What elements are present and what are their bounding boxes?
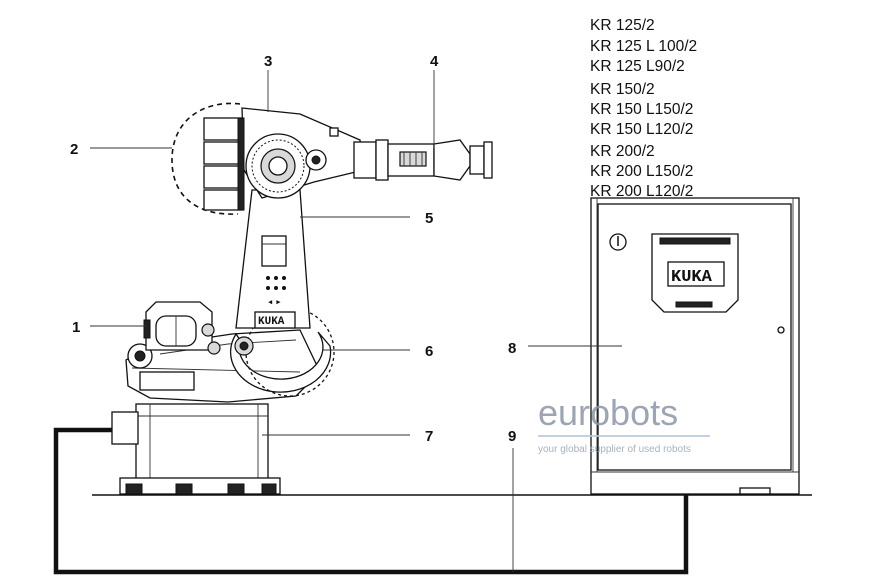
model-item: KR 125 L 100/2 [590,38,697,55]
watermark-name: eurobots [538,392,678,433]
electrical-installations [171,102,245,215]
model-item: KR 200 L120/2 [590,183,693,200]
model-item: KR 125/2 [590,17,655,34]
callout-9-cable: 9 [508,428,516,445]
callout-1-counterbalance: 1 [72,319,80,336]
callout-4-wrist: 4 [430,53,439,70]
callout-7-base: 7 [425,428,433,445]
model-item: KR 200 L150/2 [590,163,693,180]
robot-base-frame [111,403,281,495]
teach-pendant: KUKA [651,233,739,313]
controller-logo: KUKA [671,268,713,287]
model-list: KR 125/2 KR 125 L 100/2 KR 125 L90/2 KR … [590,17,697,200]
model-item: KR 150 L120/2 [590,121,693,138]
robot-arm [241,107,365,199]
counterbalance-system [143,301,221,355]
model-item: KR 200/2 [590,143,655,160]
callout-3-arm: 3 [264,53,272,70]
callout-5-link-arm: 5 [425,210,433,227]
model-item: KR 150/2 [590,81,655,98]
eurobots-watermark: eurobots your global supplier of used ro… [538,392,710,455]
model-item: KR 125 L90/2 [590,58,685,75]
in-line-wrist [353,139,493,181]
link-arm: ◀ ▶ KUKA [235,189,311,329]
callout-8-controller: 8 [508,340,516,357]
watermark-tagline: your global supplier of used robots [538,444,691,455]
robot-logo: KUKA [258,316,285,328]
callout-6-column: 6 [425,343,433,360]
industrial-robot: ◀ ▶ KUKA [111,102,493,495]
connecting-cable [53,427,689,575]
robot-controller-cabinet: KUKA [590,197,800,495]
callout-2-electrical: 2 [70,141,78,158]
model-item: KR 150 L150/2 [590,101,693,118]
callout-leaders [90,70,622,572]
svg-text:◀ ▶: ◀ ▶ [268,299,281,307]
